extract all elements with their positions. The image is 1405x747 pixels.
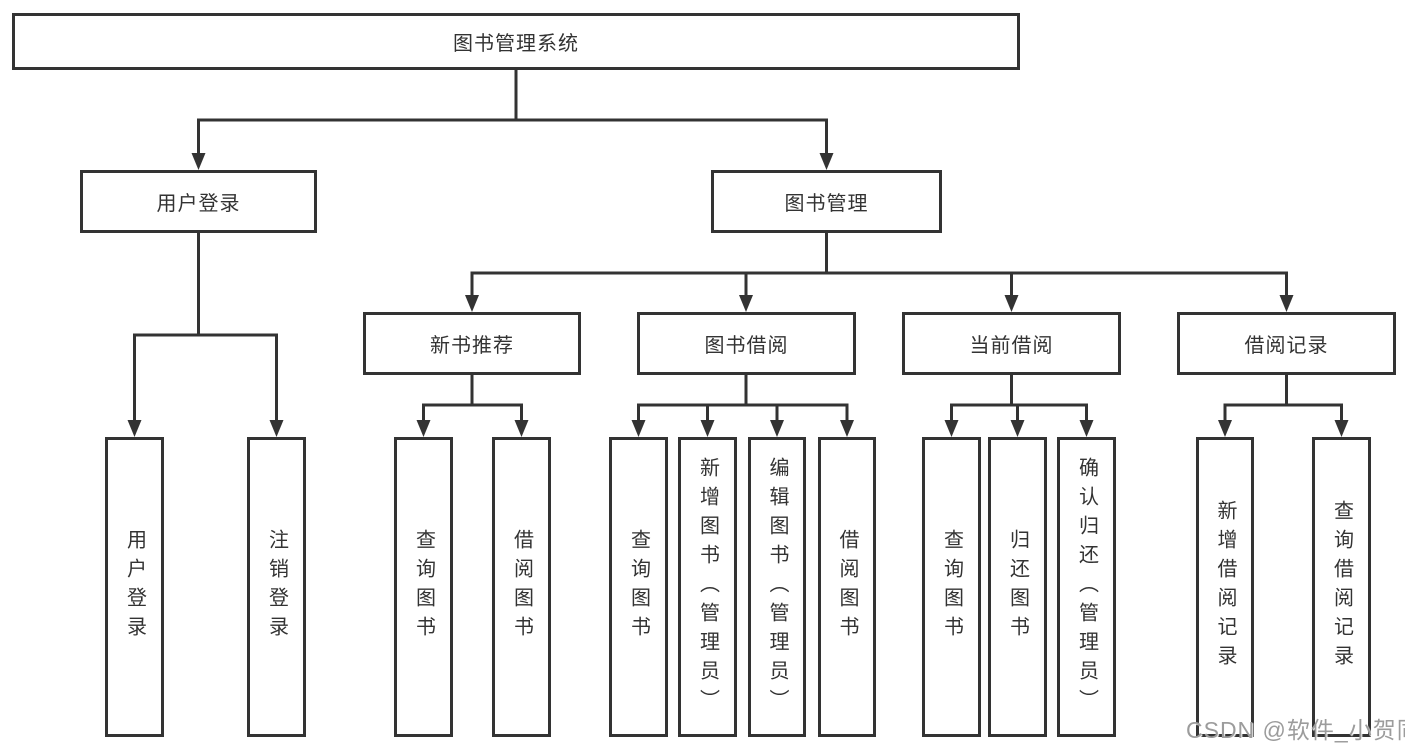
leaf-query-borrow-record-label: 查询借阅记录 [1330,500,1353,674]
node-book-borrow-label: 图书借阅 [704,335,789,357]
leaf-return-books: 归还图书 [988,437,1047,737]
node-borrow-records: 借阅记录 [1177,312,1396,375]
leaf-borrow-books-2-label: 借阅图书 [836,529,858,645]
leaf-borrow-books-2: 借阅图书 [818,437,876,737]
leaf-borrow-books-1: 借阅图书 [492,437,551,737]
node-book-management: 图书管理 [711,170,942,233]
csdn-watermark: CSDN @软件_小贺同学 [1186,717,1405,743]
leaf-query-books-3: 查询图书 [922,437,981,737]
leaf-query-books-2: 查询图书 [609,437,668,737]
leaf-add-books-admin: 新增图书（管理员） [678,437,737,737]
leaf-add-borrow-record-label: 新增借阅记录 [1214,500,1236,674]
node-system-root-label: 图书管理系统 [453,33,579,55]
leaf-confirm-return-admin: 确认归还（管理员） [1057,437,1116,737]
node-current-borrow-label: 当前借阅 [969,335,1054,357]
leaf-add-books-admin-label: 新增图书（管理员） [696,456,719,718]
leaf-query-books-1-label: 查询图书 [412,529,435,645]
leaf-add-borrow-record: 新增借阅记录 [1196,437,1254,737]
leaf-edit-books-admin: 编辑图书（管理员） [748,437,806,737]
leaf-logout: 注销登录 [247,437,306,737]
node-new-book-recommend: 新书推荐 [363,312,581,375]
node-book-management-label: 图书管理 [784,193,869,215]
leaf-query-borrow-record: 查询借阅记录 [1312,437,1371,737]
leaf-query-books-1: 查询图书 [394,437,453,737]
arrowheads [127,153,1349,437]
node-system-root: 图书管理系统 [12,13,1020,70]
node-new-book-recommend-label: 新书推荐 [430,335,514,357]
leaf-query-books-2-label: 查询图书 [627,529,650,645]
node-user-login-label: 用户登录 [156,193,241,215]
leaf-edit-books-admin-label: 编辑图书（管理员） [766,456,788,718]
leaf-return-books-label: 归还图书 [1006,529,1029,645]
leaf-user-login-label: 用户登录 [123,529,146,645]
leaf-logout-label: 注销登录 [265,529,288,645]
node-borrow-records-label: 借阅记录 [1244,335,1329,357]
leaf-confirm-return-admin-label: 确认归还（管理员） [1075,456,1098,718]
node-user-login: 用户登录 [80,170,317,233]
leaf-user-login: 用户登录 [105,437,164,737]
leaf-borrow-books-1-label: 借阅图书 [510,529,533,645]
node-current-borrow: 当前借阅 [902,312,1121,375]
leaf-query-books-3-label: 查询图书 [940,529,963,645]
node-book-borrow: 图书借阅 [637,312,856,375]
